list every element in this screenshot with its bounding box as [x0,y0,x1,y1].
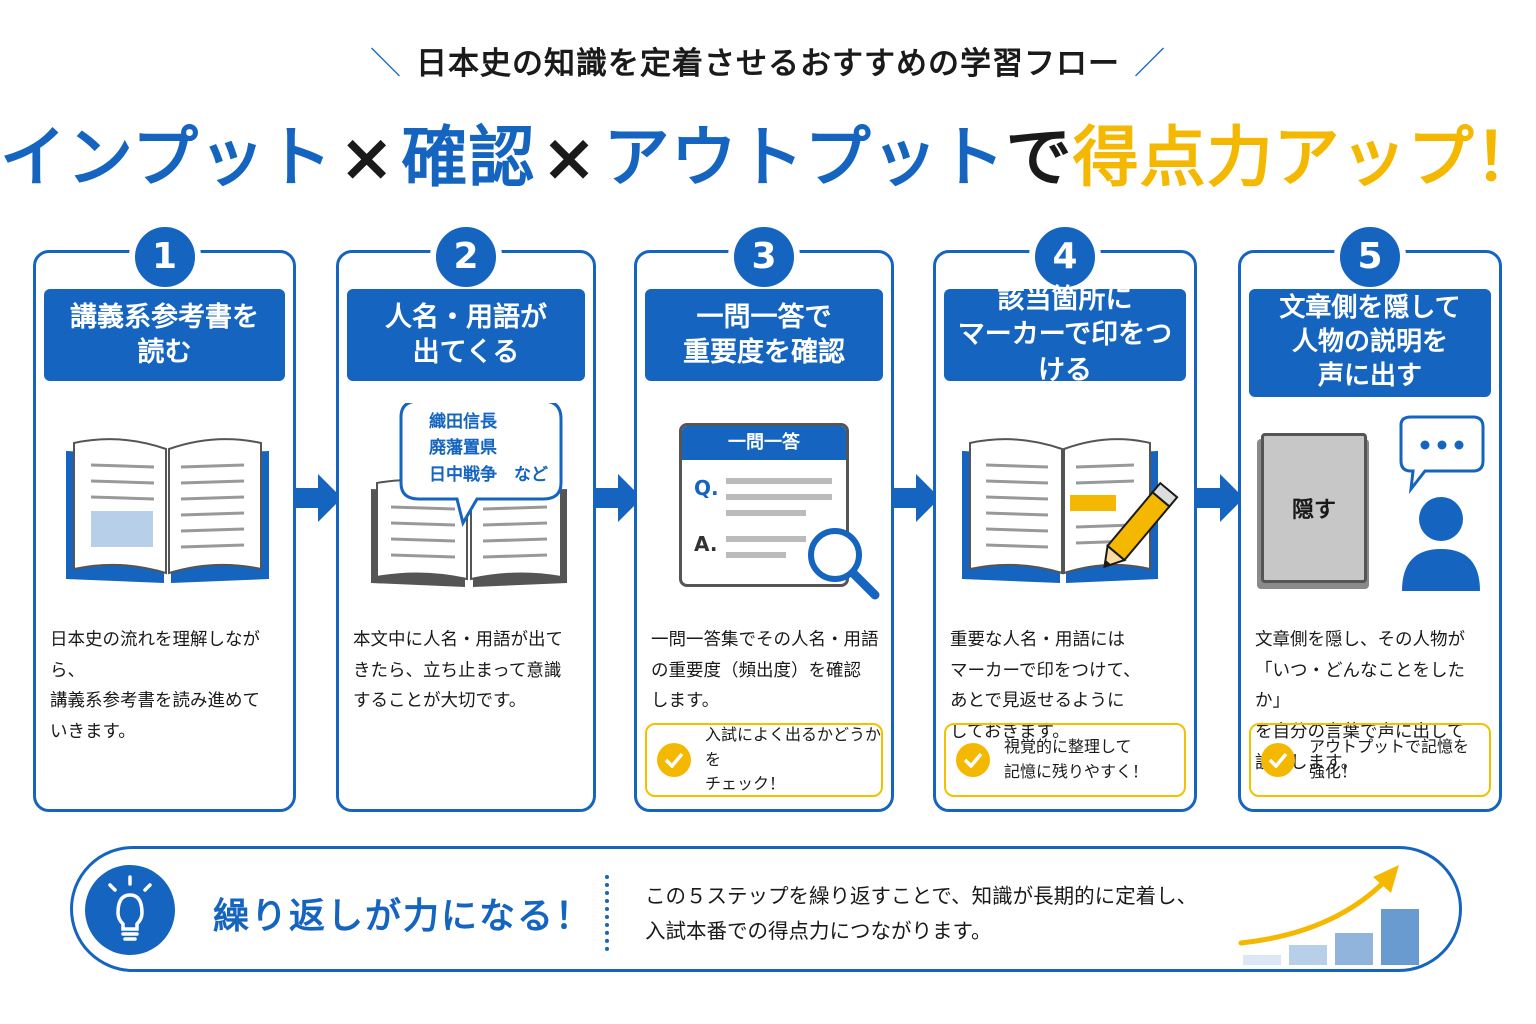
dotted-divider [605,875,611,951]
step-number-3: 3 [728,221,800,293]
speech-bubble-icon [1399,415,1485,495]
check-text-4: 視覚的に整理して 記憶に残りやすく！ [1004,737,1149,781]
step-number-1: 1 [128,221,201,293]
qa-line [726,510,806,516]
check-text-5: アウトプットで記憶を 強化！ [1309,737,1470,781]
step-title-5: 文章側を隠して 人物の説明を 声に出す [1249,289,1491,397]
check-text-3: 入試によく出るかどうかを チェック！ [705,724,882,794]
check-icon [657,743,691,777]
step-description-4: 重要な人名・用語には マーカーで印をつけて、 あとで見返せるように しておきます… [950,630,1141,742]
banner-text: この５ステップを繰り返すことで、知識が長期的に定着し、 入試本番での得点力につな… [645,884,1198,943]
step-4-illustration [936,403,1194,603]
qa-line [726,536,806,542]
step-5-illustration: 隠す [1241,403,1499,603]
headline-score-up: 得点力アップ！ [1072,119,1536,196]
step-title-4: 該当箇所に マーカーで印をつける [944,284,1186,386]
step-description-3: 一問一答集でその人名・用語 の重要度（頻出度）を確認 します。 [651,630,879,712]
slash-left: ＼ [370,46,402,82]
arrow-right-icon [292,472,344,524]
qa-line [726,552,786,558]
lightbulb-icon [85,865,175,955]
qa-card: 一問一答 Q. A. [679,423,849,587]
person-icon [1402,497,1480,591]
subtitle-text: 日本史の知識を定着させるおすすめの学習フロー [416,46,1120,82]
step-description-2: 本文中に人名・用語が出て きたら、立ち止まって意識 することが大切です。 [353,630,563,712]
headline-de: で [1005,119,1073,196]
qa-line [726,478,832,484]
headline-times-2: × [541,119,598,196]
step-title-1: 講義系参考書を 読む [44,289,285,381]
qa-card-title: 一問一答 [682,426,846,460]
slash-right: ／ [1134,46,1166,82]
step-number-4: 4 [1029,221,1101,293]
growth-chart-icon [1238,865,1419,965]
headline: インプット×確認×アウトプットで得点力アップ！ [0,104,1536,200]
summary-banner: 繰り返しが力になる！ この５ステップを繰り返すことで、知識が長期的に定着し、 入… [70,846,1462,972]
open-book-icon [371,479,567,587]
step-title-3: 一問一答で 重要度を確認 [645,289,883,381]
check-icon [1261,743,1295,777]
check-icon [956,743,990,777]
step-3-illustration: 一問一答 Q. A. [637,403,891,603]
bubble-line: 織田信長 [429,412,497,432]
check-box-4: 視覚的に整理して 記憶に残りやすく！ [944,723,1186,797]
bubble-text: 織田信長 廃藩置県 日中戦争 など [429,409,548,488]
bubble-line: 廃藩置県 [429,438,497,459]
step-title-2: 人名・用語が 出てくる [347,289,585,381]
step-card-5: 5 文章側を隠して 人物の説明を 声に出す 隠す 文章側を隠し、その人物が 「い… [1238,221,1502,812]
step-description-5: 文章側を隠し、その人物が 「いつ・どんなことをしたか」 を自分の言葉で声に出して… [1255,630,1465,773]
check-box-5: アウトプットで記憶を 強化！ [1249,723,1491,797]
banner-heading: 繰り返しが力になる！ [213,896,594,937]
bubble-line: 日中戦争 など [429,464,548,485]
step-2-illustration: 織田信長 廃藩置県 日中戦争 など [339,403,593,603]
step-card-2: 2 人名・用語が 出てくる 織田信長 廃藩置県 日中戦争 など 本文中に人名・ [336,221,596,812]
step-number-2: 2 [430,221,502,293]
step-card-4: 4 該当箇所に マーカーで印をつける 重要な人名・用語には マ [933,221,1197,812]
arrow-right-icon [592,472,644,524]
headline-times-1: × [339,119,396,196]
pencil-icon [1103,481,1179,569]
step-card-3: 3 一問一答で 重要度を確認 一問一答 Q. A. 一問一答集でその人名・用語 … [634,221,894,812]
headline-input: インプット [0,119,334,196]
hidden-book-icon: 隠す [1261,433,1367,583]
step-card-1: 1 講義系参考書を 読む 日本史の流れを理解しながら、 講義系参考書を読み進めて… [33,221,296,812]
arrow-right-icon [1194,472,1246,524]
headline-output: アウトプット [603,119,1006,196]
arrow-right-icon [890,472,942,524]
check-box-3: 入試によく出るかどうかを チェック！ [645,723,883,797]
qa-card-q: Q. [694,476,719,500]
step-number-5: 5 [1334,221,1406,293]
hide-label: 隠す [1291,498,1336,523]
headline-confirm: 確認 [401,119,536,196]
open-book-icon [36,403,293,603]
speech-bubble-icon [399,403,563,527]
qa-line [726,494,832,500]
step-description-1: 日本史の流れを理解しながら、 講義系参考書を読み進めて いきます。 [50,630,260,742]
open-book-icon [962,438,1158,583]
subtitle: ＼ 日本史の知識を定着させるおすすめの学習フロー ／ [0,38,1536,83]
qa-card-a: A. [694,532,718,556]
magnifier-icon [808,528,880,600]
